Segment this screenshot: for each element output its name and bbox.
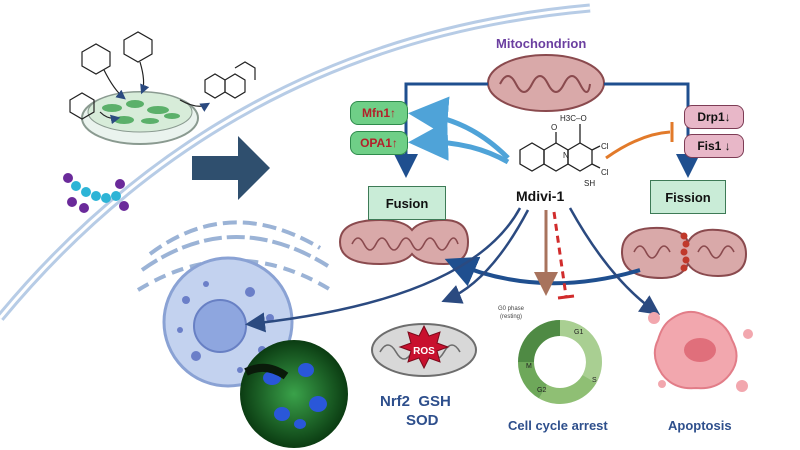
g0-note-1: G0 phase <box>498 306 525 312</box>
arrow-to-ros <box>441 209 530 304</box>
inhibit-drp1-fis1 <box>605 130 671 160</box>
g0-note-2: (resting) <box>500 314 522 320</box>
fis1-badge: Fis1 ↓ <box>684 134 744 158</box>
ros-label: ROS <box>413 346 435 357</box>
mitochondrion-fusion <box>338 218 470 266</box>
inhibit-cellcycle-bar <box>557 294 575 300</box>
cell-membrane <box>0 3 591 321</box>
entry-arrow <box>192 136 270 200</box>
mfn1-badge: Mfn1↑ <box>350 101 408 125</box>
phase-m: M <box>526 363 532 370</box>
polymer-chain <box>63 173 129 213</box>
arrow-to-mfn1 <box>408 96 510 160</box>
arrow-to-apoptosis <box>568 207 661 315</box>
cell-cycle-ring <box>518 320 602 404</box>
fluorescence-image <box>240 340 348 448</box>
fusion-box: Fusion <box>368 186 446 220</box>
drp1-badge: Drp1↓ <box>684 105 744 129</box>
apoptosis-label: Apoptosis <box>668 418 732 433</box>
arrow-mito-to-fission <box>604 82 700 178</box>
mitochondrion-fission <box>620 226 748 280</box>
drug-label: Mdivi-1 <box>516 188 565 204</box>
structure-nitrogen: N <box>563 151 569 160</box>
opa1-badge: OPA1↑ <box>350 131 408 155</box>
phase-g2: G2 <box>537 387 546 394</box>
mitochondrion-ros <box>371 323 477 377</box>
arrow-to-nucleus <box>245 207 522 333</box>
structure-cl-bottom: Cl <box>601 168 609 177</box>
arrow-mito-to-fusion <box>394 82 488 178</box>
diagram-title: Mitochondrion <box>496 36 587 51</box>
phase-s: S <box>592 377 597 384</box>
sugar-molecule-1 <box>69 31 153 125</box>
mdivi1-structure <box>519 124 601 172</box>
antioxidant-line1: Nrf2 GSH <box>380 393 451 410</box>
cell-cycle-label: Cell cycle arrest <box>508 418 608 433</box>
arrow-to-opa1 <box>408 120 510 165</box>
apoptotic-cell <box>648 310 753 392</box>
structure-oxygen: O <box>551 123 557 132</box>
structure-thiol: SH <box>584 179 595 188</box>
mitochondrion-top <box>487 54 605 112</box>
antioxidant-line2: SOD <box>406 412 439 429</box>
phase-g1: G1 <box>574 329 583 336</box>
structure-cl-top: Cl <box>601 142 609 151</box>
small-molecule-topleft <box>179 61 256 112</box>
structure-methoxy: H3C–O <box>560 114 587 123</box>
fission-box: Fission <box>650 180 726 214</box>
ros-burst-icon <box>398 324 450 370</box>
inhibit-cellcycle <box>552 211 568 297</box>
